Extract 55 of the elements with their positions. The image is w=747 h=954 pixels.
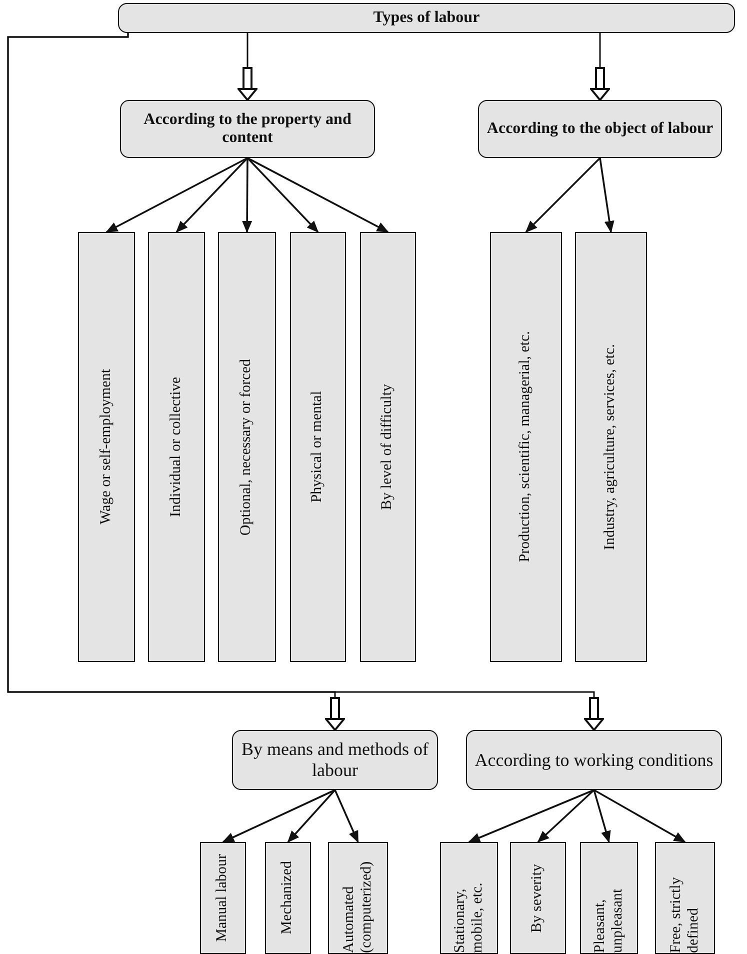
category-box bbox=[218, 232, 276, 662]
box-label: Wage or self-employment bbox=[98, 369, 115, 525]
category-box bbox=[655, 842, 715, 954]
category-box bbox=[290, 232, 346, 662]
arrow bbox=[242, 158, 252, 233]
box-label: By means and methods of labour bbox=[240, 738, 430, 782]
box-label: Types of labour bbox=[372, 8, 481, 28]
box-label: By level of difficulty bbox=[379, 384, 396, 510]
arrow bbox=[176, 157, 248, 233]
box-label: Stationary, mobile, etc. bbox=[452, 882, 486, 953]
arrow bbox=[525, 157, 601, 233]
box-label: Production, scientific, managerial, etc. bbox=[517, 331, 534, 563]
box-label: By severity bbox=[529, 864, 546, 932]
box-label: Mechanized bbox=[279, 861, 296, 935]
category-box bbox=[78, 232, 135, 662]
box-label: Free, strictly defined bbox=[668, 876, 702, 953]
arrow bbox=[246, 157, 319, 233]
hollow-arrow bbox=[238, 33, 258, 101]
category-box bbox=[265, 842, 311, 954]
category-box bbox=[328, 842, 388, 954]
arrow bbox=[106, 157, 248, 233]
category-box bbox=[490, 232, 562, 662]
box-label: Automated (computerized) bbox=[340, 860, 375, 953]
category-box bbox=[510, 842, 566, 954]
hollow-arrow bbox=[590, 33, 610, 101]
box-label: According to the object of labour bbox=[486, 118, 714, 139]
group-box bbox=[466, 730, 722, 790]
arrow bbox=[594, 789, 686, 843]
group-box bbox=[120, 100, 375, 158]
hollow-arrow bbox=[7, 32, 604, 731]
group-box bbox=[232, 730, 438, 790]
category-box bbox=[200, 842, 246, 954]
title-box bbox=[118, 3, 735, 33]
box-label: Industry, agriculture, services, etc. bbox=[602, 344, 620, 550]
category-box bbox=[575, 232, 647, 662]
box-label: According to working conditions bbox=[474, 748, 714, 772]
arrow bbox=[287, 789, 336, 843]
category-box bbox=[440, 842, 498, 954]
arrow bbox=[247, 157, 389, 233]
arrow bbox=[468, 789, 594, 843]
arrow bbox=[537, 789, 595, 843]
arrow bbox=[334, 790, 359, 843]
box-label: Individual or collective bbox=[168, 377, 185, 517]
category-box bbox=[148, 232, 205, 662]
group-box bbox=[478, 100, 722, 158]
box-label: Optional, necessary or forced bbox=[238, 358, 256, 536]
box-label: Physical or mental bbox=[309, 391, 326, 503]
box-label: Manual labour bbox=[214, 854, 232, 942]
arrow bbox=[599, 158, 614, 233]
category-box bbox=[360, 232, 416, 662]
box-label: Pleasant, unpleasant bbox=[592, 888, 626, 953]
arrow bbox=[593, 790, 611, 843]
category-box bbox=[580, 842, 638, 954]
box-label: According to the property and content bbox=[142, 110, 352, 148]
arrow bbox=[222, 789, 336, 843]
